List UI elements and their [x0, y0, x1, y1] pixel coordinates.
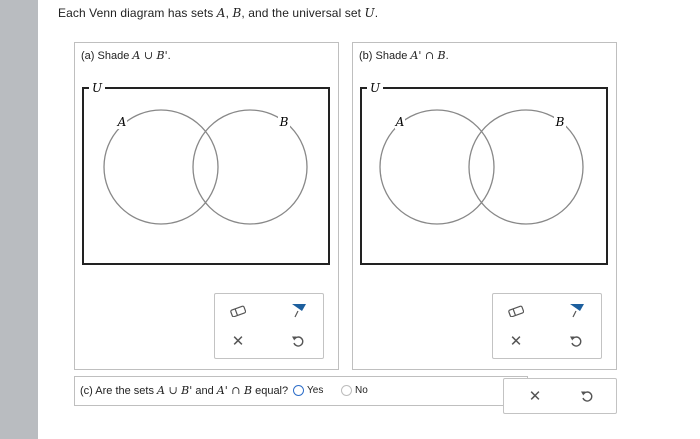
universe-rectangle [82, 87, 330, 265]
panel-a-label: (a) Shade A ∪ B'. [81, 49, 171, 62]
paint-bucket-icon [292, 304, 306, 318]
clear-button[interactable]: ✕ [227, 332, 249, 350]
question-c-text: (c) Are the sets A ∪ B' and A' ∩ B equal… [80, 384, 289, 397]
fill-tool[interactable] [287, 300, 311, 320]
set-a-circle [103, 109, 219, 225]
eraser-tool[interactable] [227, 302, 249, 320]
no-label: No [355, 385, 368, 396]
eraser-icon [230, 305, 246, 317]
undo-icon [581, 391, 593, 402]
universe-rectangle [360, 87, 608, 265]
yes-radio[interactable] [293, 385, 304, 396]
undo-button[interactable] [287, 332, 309, 350]
no-radio[interactable] [341, 385, 352, 396]
x-icon: ✕ [231, 332, 245, 350]
set-b-circle [192, 109, 308, 225]
clear-button[interactable]: ✕ [524, 387, 546, 405]
toolbox-a: ✕ [214, 293, 324, 359]
paint-bucket-icon [570, 304, 584, 318]
clear-button[interactable]: ✕ [505, 332, 527, 350]
set-b-label: B [279, 115, 289, 129]
set-a-circle [379, 109, 495, 225]
fill-tool[interactable] [565, 300, 589, 320]
no-option[interactable]: No [341, 385, 368, 396]
eraser-icon [508, 305, 524, 317]
set-b-circle [468, 109, 584, 225]
universe-label: U [370, 83, 381, 95]
yes-label: Yes [307, 385, 324, 396]
yes-option[interactable]: Yes [293, 385, 323, 396]
venn-diagram-a[interactable]: U A B [81, 83, 331, 265]
x-icon: ✕ [528, 387, 542, 405]
panel-b-label: (b) Shade A' ∩ B. [359, 49, 449, 62]
x-icon: ✕ [509, 332, 523, 350]
set-a-label: A [395, 115, 405, 129]
undo-icon [292, 336, 304, 347]
panel-a: (a) Shade A ∪ B'. U A B [74, 42, 339, 370]
undo-icon [570, 336, 582, 347]
universe-label: U [92, 83, 103, 95]
toolbox-b: ✕ [492, 293, 602, 359]
question-c-box: (c) Are the sets A ∪ B' and A' ∩ B equal… [74, 376, 528, 406]
instruction-text: Each Venn diagram has sets A, B, and the… [58, 6, 379, 20]
left-sidebar-strip [0, 0, 38, 439]
eraser-tool[interactable] [505, 302, 527, 320]
undo-button[interactable] [565, 332, 587, 350]
panel-b: (b) Shade A' ∩ B. U A B [352, 42, 617, 370]
venn-diagram-b[interactable]: U A B [359, 83, 609, 265]
undo-button[interactable] [576, 387, 598, 405]
set-a-label: A [117, 115, 127, 129]
page: Each Venn diagram has sets A, B, and the… [38, 0, 700, 439]
toolbox-c: ✕ [503, 378, 617, 414]
set-b-label: B [555, 115, 565, 129]
